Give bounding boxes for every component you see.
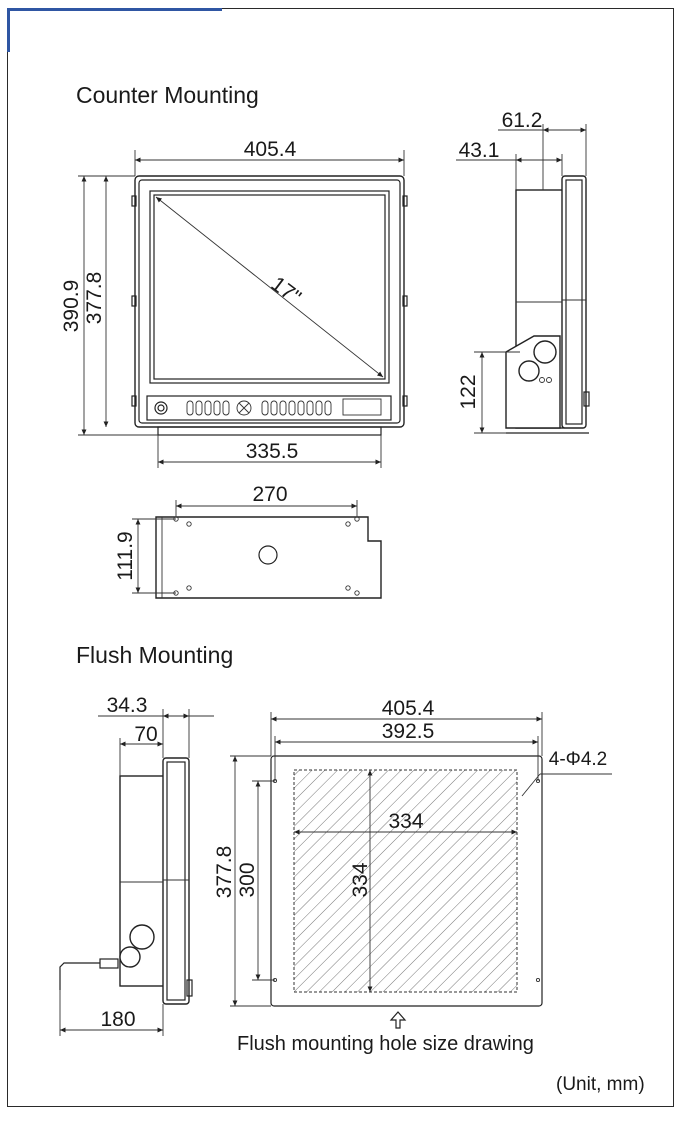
sheet-border: [7, 8, 674, 1107]
front-width-label: 405.4: [244, 138, 297, 161]
cutout-inner-width-label: 392.5: [382, 720, 435, 743]
cutout-outer-height-label: 377.8: [213, 846, 236, 899]
cutout-hole-height-label: 334: [349, 862, 372, 897]
side-body-depth-label: 43.1: [459, 139, 500, 162]
flush-cutout-view: [230, 712, 612, 1029]
front-outer-height-label: 390.9: [60, 280, 83, 333]
flush-side-cable-depth-label: 180: [100, 1008, 135, 1031]
base-hole-span-label: 270: [252, 483, 287, 506]
side-stand-height-label: 122: [457, 374, 480, 409]
flush-side-depth-b-label: 70: [134, 723, 157, 746]
counter-side-view: [456, 124, 590, 434]
front-base-width-label: 335.5: [246, 440, 299, 463]
counter-base-view: [132, 500, 382, 599]
counter-mounting-title: Counter Mounting: [76, 82, 259, 108]
header-accent-bar: [7, 8, 222, 11]
cutout-holes-label: 4-Φ4.2: [549, 749, 607, 770]
counter-front-view: [78, 150, 408, 468]
base-depth-label: 111.9: [114, 531, 137, 580]
flush-cutout-caption: Flush mounting hole size drawing: [237, 1033, 534, 1055]
front-panel-keys: [186, 398, 382, 416]
flush-mounting-title: Flush Mounting: [76, 642, 234, 668]
side-total-depth-label: 61.2: [502, 109, 543, 132]
cutout-outer-width-label: 405.4: [382, 697, 435, 720]
cutout-hole-width-label: 334: [388, 810, 423, 833]
unit-note: (Unit, mm): [556, 1074, 645, 1095]
cutout-inner-height-label: 300: [236, 862, 259, 897]
front-inner-height-label: 377.8: [83, 272, 106, 325]
flush-side-depth-a-label: 34.3: [107, 694, 148, 717]
flush-side-view: [59, 709, 214, 1036]
header-accent-edge: [7, 8, 10, 52]
